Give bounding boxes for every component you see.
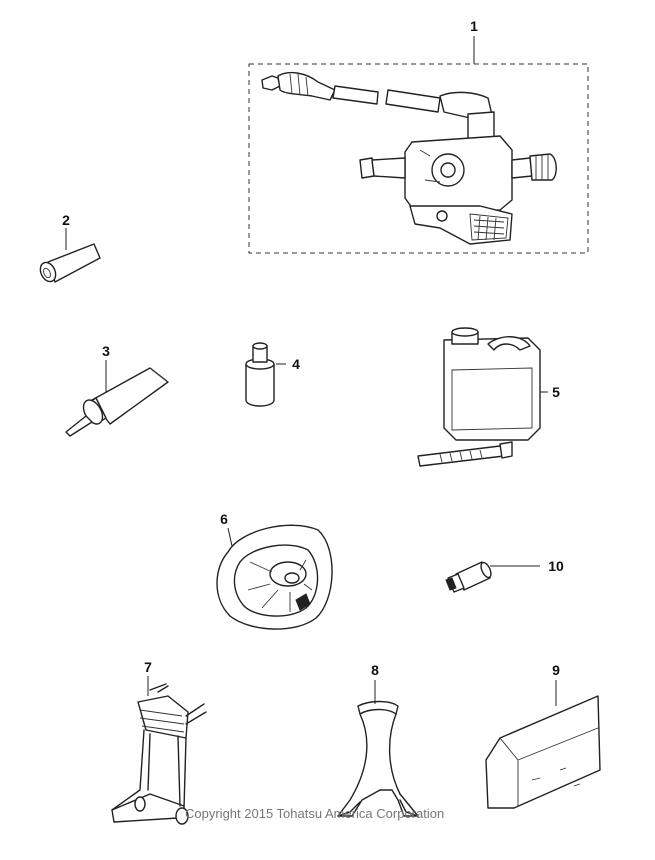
fuel-hose-assembly-illustration	[248, 63, 589, 254]
motor-cover-illustration	[485, 695, 601, 809]
copyright-notice: Copyright 2015 Tohatsu America Corporati…	[185, 806, 444, 821]
flywheel-pulley-illustration	[216, 524, 333, 630]
callout-2-label: 2	[62, 212, 70, 228]
small-tube-illustration	[39, 243, 101, 283]
callout-7-label: 7	[144, 659, 152, 675]
callout-10-label: 10	[548, 558, 564, 574]
callout-1-label: 1	[470, 18, 478, 34]
small-fitting-illustration	[445, 561, 492, 593]
callout-3-label: 3	[102, 343, 110, 359]
oil-bottle-illustration	[245, 342, 275, 407]
callout-6-label: 6	[220, 511, 228, 527]
grease-tube-illustration	[65, 367, 169, 437]
callout-4-label: 4	[292, 356, 300, 372]
callout-6-leader	[227, 527, 233, 547]
motor-stand-illustration	[337, 700, 419, 817]
callout-8-label: 8	[371, 662, 379, 678]
callout-9-label: 9	[552, 662, 560, 678]
motor-cart-illustration	[111, 683, 207, 825]
oil-jug-illustration	[417, 327, 541, 467]
callout-5-label: 5	[552, 384, 560, 400]
